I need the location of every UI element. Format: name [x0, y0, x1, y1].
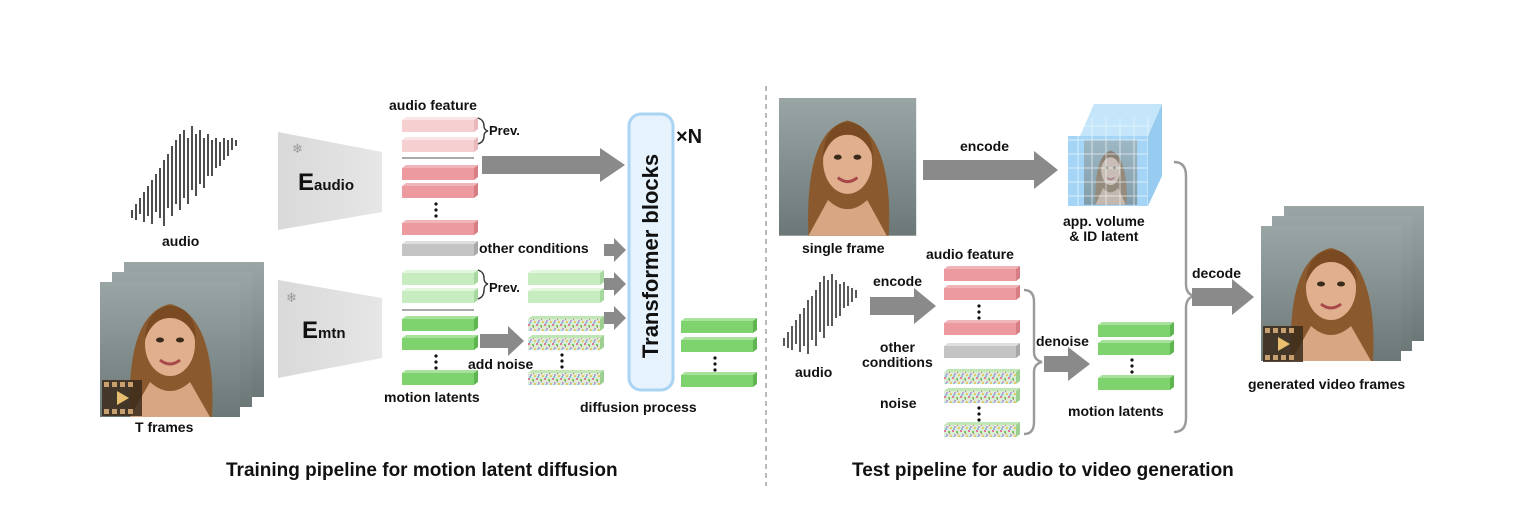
repeat-n-label: ×N: [676, 126, 703, 148]
t-frames-stack: [98, 260, 266, 419]
arrow-conditions-to-transformer: [604, 238, 626, 262]
denoise-label: denoise: [1036, 333, 1089, 349]
motion-encoder-label: Emtn: [302, 317, 346, 344]
arrow-prev-to-transformer: [604, 272, 626, 296]
test-motion-latents-label: motion latents: [1068, 403, 1164, 419]
diffusion-process-label: diffusion process: [580, 399, 697, 415]
audio-encoder-shape: [278, 132, 382, 230]
training-arrows: [480, 148, 626, 356]
transformer-blocks-label: Transformer blocks: [638, 153, 663, 359]
frozen-icon-audio: ❄: [292, 142, 303, 157]
training-caption: Training pipeline for motion latent diff…: [226, 460, 618, 481]
noisy-latent-stack: [528, 270, 604, 385]
audio-encoder-label: Eaudio: [298, 169, 355, 196]
motion-latent-stack: [402, 270, 478, 385]
test-input-stack: [944, 266, 1020, 437]
encode-label-audio: encode: [873, 273, 923, 289]
arrow-encode-audio: [870, 288, 936, 324]
arrow-noisy-to-transformer: [604, 306, 626, 330]
add-noise-label: add noise: [468, 356, 534, 372]
noise-label: noise: [880, 395, 917, 411]
test-audio-feature-label: audio feature: [926, 246, 1014, 262]
arrow-decode: [1192, 279, 1254, 315]
test-other-conditions-label: other conditions: [862, 339, 933, 371]
motion-encoder-shape: [278, 280, 382, 378]
test-caption: Test pipeline for audio to video generat…: [852, 460, 1234, 481]
training-motion-latents-label: motion latents: [384, 389, 480, 405]
frozen-icon-motion: ❄: [286, 291, 297, 306]
training-audio-feature-label: audio feature: [389, 97, 477, 113]
training-other-conditions-label: other conditions: [479, 240, 589, 256]
generated-frames-label: generated video frames: [1248, 376, 1406, 392]
training-audio-label: audio: [162, 233, 200, 249]
denoise-brace: [1023, 288, 1043, 436]
video-icon-generated: [1263, 326, 1303, 362]
app-volume-label: app. volume & ID latent: [1063, 213, 1145, 245]
decode-label: decode: [1192, 265, 1242, 281]
prev-label-motion: Prev.: [489, 280, 520, 295]
transformer-block: [627, 112, 675, 392]
arrow-denoise: [1044, 347, 1090, 381]
audio-waveform-icon-test: [783, 274, 857, 354]
add-noise-arrow: [480, 326, 524, 356]
encode-label-volume: encode: [960, 138, 1010, 154]
appearance-volume: [1068, 104, 1162, 206]
generated-frames-stack: [1259, 204, 1426, 363]
test-motion-latent-stack: [1098, 322, 1174, 390]
single-frame-image: [777, 96, 918, 238]
prev-label-audio: Prev.: [489, 123, 520, 138]
audio-feature-stack: [402, 117, 478, 235]
test-audio-label: audio: [795, 364, 833, 380]
arrow-encode-volume: [923, 151, 1058, 189]
decode-brace: [1173, 160, 1195, 434]
t-frames-label: T frames: [135, 419, 194, 435]
arrow-audio-to-transformer: [482, 148, 625, 182]
output-latent-stack: [681, 318, 757, 387]
video-icon: [102, 380, 142, 416]
single-frame-label: single frame: [802, 240, 885, 256]
audio-waveform-icon: [131, 126, 237, 226]
